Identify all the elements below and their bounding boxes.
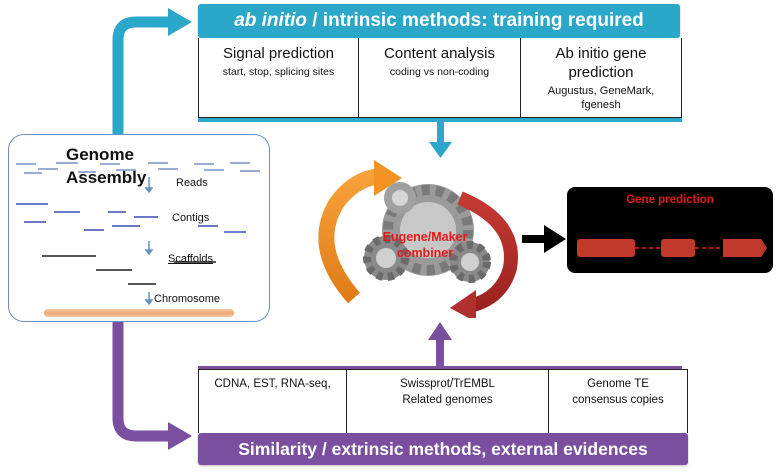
scaffolds-label: Scaffolds (168, 253, 214, 265)
gears-icon (363, 182, 491, 283)
content-analysis-title: Content analysis (384, 45, 495, 62)
ab-initio-underline (198, 118, 682, 122)
black-arrow-shaft (522, 235, 548, 243)
exon-1 (577, 239, 635, 257)
ab-initio-banner: ab initio / intrinsic methods: training … (198, 4, 680, 38)
gene-model (577, 239, 767, 257)
purple-connector-arrow (112, 322, 172, 442)
protein-evidence-line1: Swissprot/TrEMBL (400, 378, 495, 390)
cyan-down-arrowhead (429, 142, 452, 158)
reads-segments (16, 162, 260, 174)
contigs-segments (16, 203, 246, 233)
orange-cycle-arrow (318, 168, 383, 304)
ab-initio-italic: ab initio (234, 10, 308, 31)
signal-prediction-title: Signal prediction (223, 45, 334, 62)
similarity-table: CDNA, EST, RNA-seq, Swissprot/TrEMBL Rel… (198, 369, 688, 433)
combiner-line2: combiner (396, 246, 454, 260)
te-evidence-line2: consensus copies (572, 394, 664, 406)
te-evidence-line1: Genome TE (587, 378, 649, 390)
gene-prediction-title: Gene prediction (626, 194, 714, 206)
chromosome-bar (44, 309, 234, 317)
content-analysis-sub: coding vs non-coding (389, 66, 490, 78)
genome-assembly-box (8, 134, 270, 322)
assembly-step-arrows (144, 177, 154, 306)
protein-evidence-cell: Swissprot/TrEMBL Related genomes (347, 370, 549, 433)
ab-initio-gene-prediction-cell: Ab initio gene prediction Augustus, Gene… (521, 38, 681, 117)
combiner-line1: Eugene/Maker (382, 230, 468, 244)
red-cycle-arrow (457, 191, 518, 313)
cyan-down-arrow-shaft (437, 122, 444, 144)
similarity-overline (198, 366, 682, 369)
genome-title-line2: Assembly (66, 168, 147, 187)
cyan-connector-arrow (112, 16, 172, 134)
exon-3 (723, 239, 767, 257)
ab-initio-gene-prediction-title: Ab initio gene prediction (555, 45, 647, 81)
combiner-graphic (318, 160, 518, 318)
ab-initio-banner-text: / intrinsic methods: training required (307, 10, 644, 31)
orange-cycle-arrowhead (374, 160, 402, 196)
reads-label: Reads (176, 177, 208, 189)
contigs-label: Contigs (172, 212, 210, 224)
combiner-label: Eugene/Maker combiner (370, 229, 480, 261)
black-arrowhead (544, 225, 566, 253)
ab-initio-table: Signal prediction start, stop, splicing … (198, 38, 682, 118)
chromosome-label: Chromosome (154, 293, 221, 305)
genome-title-line1: Genome (66, 145, 135, 164)
ab-initio-tools: Augustus, GeneMark, fgenesh (547, 85, 655, 111)
signal-prediction-sub: start, stop, splicing sites (222, 66, 335, 78)
scaffolds-segments (42, 255, 216, 285)
cyan-arrowhead (168, 8, 192, 36)
purple-up-arrowhead (428, 322, 452, 340)
signal-prediction-cell: Signal prediction start, stop, splicing … (199, 38, 359, 117)
gene-prediction-box (567, 187, 773, 273)
content-analysis-cell: Content analysis coding vs non-coding (359, 38, 521, 117)
transcript-evidence-cell: CDNA, EST, RNA-seq, (199, 370, 347, 433)
red-cycle-arrowhead (450, 290, 476, 318)
assembly-diagram (16, 162, 260, 317)
exon-2 (661, 239, 695, 257)
transcript-evidence-text: CDNA, EST, RNA-seq, (214, 378, 331, 390)
protein-evidence-line2: Related genomes (402, 394, 493, 406)
te-evidence-cell: Genome TE consensus copies (549, 370, 687, 433)
purple-up-arrow-shaft (436, 338, 444, 366)
similarity-banner: Similarity / extrinsic methods, external… (198, 433, 688, 465)
purple-arrowhead (168, 422, 192, 450)
